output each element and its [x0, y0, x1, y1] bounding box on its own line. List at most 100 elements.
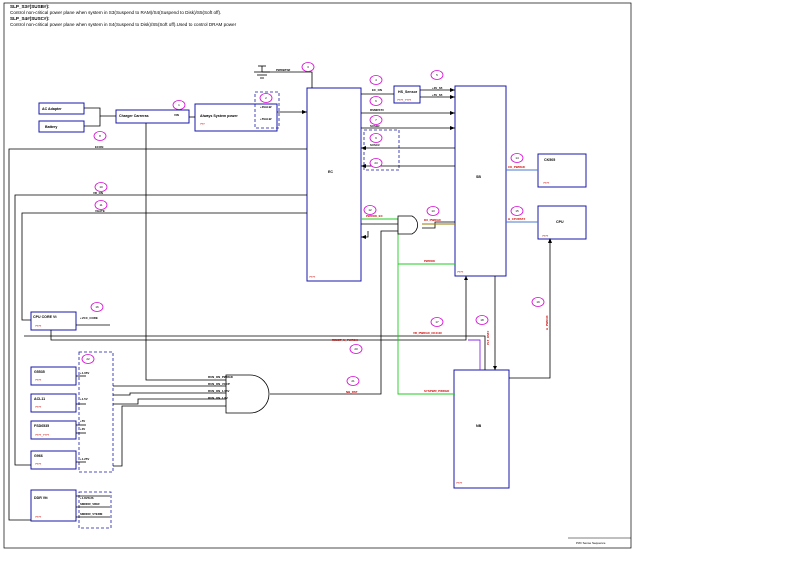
fsd-block: [30, 420, 77, 440]
hs-sensor-label: HS_Sensor: [398, 90, 418, 94]
signal-nb-rst: NB_RST: [346, 390, 358, 394]
signal-pwrbtn: PWRBTN#: [276, 68, 291, 72]
ac-adapter-block: [38, 102, 85, 115]
hs-sensor-block: [393, 85, 421, 104]
signal-s5-5v: +5V_S5: [432, 93, 443, 97]
fsd-sublabel: ????_????: [35, 433, 49, 437]
step-10: [94, 182, 108, 192]
ddr-sublabel: ????: [35, 515, 42, 519]
step-11: [94, 200, 108, 210]
signal-smdt: SMDDR_VTERM: [80, 512, 103, 516]
signal-5valw: +5VALW: [260, 117, 272, 121]
sb-label: SB: [476, 175, 481, 179]
step-5-num: 5: [436, 73, 438, 77]
step-12: [363, 205, 377, 215]
signal-vin: VIN: [174, 113, 179, 117]
step-14: [510, 153, 524, 163]
blocks: [30, 85, 587, 522]
fsd-label: FSD6535: [34, 424, 49, 428]
signal-susb: SUSB#: [370, 124, 380, 128]
signal-3valw: +3VALW: [260, 105, 272, 109]
signal-econ: ECON: [95, 145, 103, 149]
signal-5v: +5V: [80, 419, 85, 423]
step-17: [430, 317, 444, 327]
signal-pwrok: H_PWROK: [545, 314, 549, 330]
ap-block: [30, 393, 77, 413]
step-8-num: 8: [99, 134, 101, 138]
step-19-num: 19: [536, 300, 540, 304]
ac-adapter-label: AC Adapter: [42, 107, 62, 111]
step-21: [346, 376, 360, 386]
step-15-num: 15: [515, 209, 519, 213]
wires: [8, 65, 551, 521]
step-2: [259, 93, 273, 103]
step-23-num: 23: [374, 161, 378, 165]
signal-vccp: +1.05V: [80, 371, 89, 375]
g5535-sublabel: ????: [35, 378, 42, 382]
g966-sublabel: ????: [35, 462, 42, 466]
clock-block: [537, 153, 587, 188]
step-4-num: 4: [375, 78, 377, 82]
step-16: [90, 302, 104, 312]
step-2-num: 2: [265, 96, 267, 100]
hs-sensor-sublabel: ????_????: [397, 98, 411, 102]
step-4: [369, 75, 383, 85]
signal-labels: VIN +3VALW +5VALW PWRBTN# ECON EC_ON +3V…: [80, 68, 443, 516]
signal-susc: SUSC#: [370, 143, 380, 147]
cpu-sublabel: ????: [542, 234, 549, 238]
signal-s5-3v: +3V_S5: [432, 86, 443, 90]
step-markers: [81, 62, 545, 386]
step-8: [93, 131, 107, 141]
step-21-num: 21: [351, 379, 355, 383]
step-18: [475, 315, 489, 325]
nb-label: NB: [476, 424, 482, 428]
charger-label: Charger Carreras: [119, 114, 149, 118]
always-power-block: [194, 103, 278, 132]
charger-block: [115, 109, 190, 124]
step-1-num: 1: [178, 103, 180, 107]
clock-label: CK505: [544, 158, 555, 162]
signal-pwrok-sb: PWROK: [424, 259, 436, 263]
step-7: [369, 115, 383, 125]
signal-vgate: VGATE: [95, 209, 105, 213]
battery-block: [38, 120, 85, 133]
sheet-border: [3, 2, 632, 549]
step-16-num: 16: [95, 305, 99, 309]
step-23: [369, 158, 383, 168]
signal-plt-rst: PLT_RST#: [486, 330, 490, 345]
g5535-label: G5535: [34, 370, 45, 374]
signal-gmch-pg: PWROK_EC: [366, 214, 384, 218]
step-17-num: 17: [435, 320, 439, 324]
signal-bhm: EC_ON: [372, 88, 382, 92]
step-22: [81, 354, 95, 364]
and-gate-small: [397, 215, 418, 235]
step-3: [301, 62, 315, 72]
cpu-label: CPU: [556, 220, 564, 224]
and-gate-large: [225, 374, 270, 414]
step-numbers: 1 2 3 4 5 6 7 8 9 10 11 12 13 14 15 16 1…: [86, 65, 540, 383]
signal-h-cpurst: H_CPURST#: [508, 217, 526, 221]
step-22-num: 22: [86, 357, 90, 361]
colored-wires: [361, 169, 538, 395]
step-15: [510, 206, 524, 216]
ec-outputs-dashed-box: [363, 129, 400, 171]
signal-vddr: +1.8VSUS: [80, 496, 94, 500]
step-10-num: 10: [99, 185, 103, 189]
ec-sublabel: ????: [309, 275, 316, 279]
ec-label: EC: [328, 170, 333, 174]
step-13: [426, 206, 440, 216]
step-1: [172, 100, 186, 110]
step-13-num: 13: [431, 209, 435, 213]
always-rails-dashed-box: [254, 91, 280, 129]
step-9-num: 9: [375, 136, 377, 140]
step-6-num: 6: [375, 99, 377, 103]
signal-dx: DX_PWRGD: [424, 218, 441, 222]
g966-label: G966: [34, 454, 43, 458]
g966-block: [30, 450, 77, 470]
signal-labels-red: PWROK_EC DX_PWRGD CK_PWRGD H_CPURST# PWR…: [332, 165, 549, 394]
note-2-title: SLP_S4#(SUSC#):: [10, 16, 50, 21]
note-2-text: Control non-critical power plane when sy…: [10, 22, 237, 27]
step-9: [369, 133, 383, 143]
ap-sublabel: ????: [35, 405, 42, 409]
